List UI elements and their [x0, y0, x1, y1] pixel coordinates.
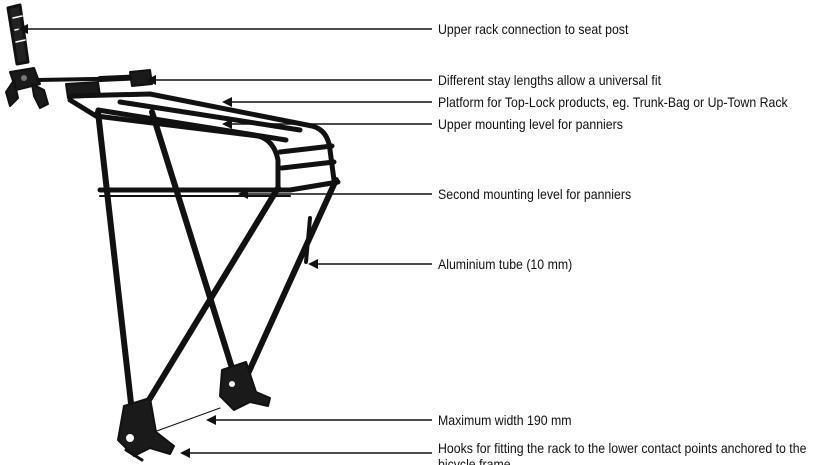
hook-left [117, 397, 175, 462]
left-leg [95, 109, 135, 415]
callout-upper-mounting: Upper mounting level for panniers [438, 116, 623, 132]
diagonal-brace-front [149, 109, 235, 371]
callout-seat-post: Upper rack connection to seat post [438, 21, 629, 37]
seat-post-clamp-strap [6, 3, 30, 66]
leader-second-mounting [238, 189, 432, 199]
leader-platform [222, 97, 432, 107]
rack-frame [5, 3, 341, 462]
callout-max-width: Maximum width 190 mm [438, 412, 572, 428]
leader-lines [18, 24, 432, 458]
callout-second-mounting: Second mounting level for panniers [438, 186, 632, 202]
leader-upper-mounting [222, 119, 432, 129]
callout-platform: Platform for Top-Lock products, eg. Trun… [438, 94, 788, 110]
seat-post-clamp [5, 67, 49, 109]
leader-hooks [180, 448, 432, 458]
callout-hooks: Hooks for fitting the rack to the lower … [438, 440, 807, 465]
hook-right [219, 361, 271, 411]
leader-max-width [206, 415, 432, 425]
leader-seat-post [18, 24, 432, 34]
callout-aluminium-tube: Aluminium tube (10 mm) [438, 256, 573, 272]
leader-stay-lengths [146, 75, 432, 85]
second-level-bar [97, 179, 341, 193]
diagonal-brace-cross [135, 185, 281, 421]
top-platform [67, 91, 337, 191]
leader-aluminium-tube [308, 259, 432, 269]
callout-stay-lengths: Different stay lengths allow a universal… [438, 72, 662, 88]
right-leg [243, 177, 339, 381]
